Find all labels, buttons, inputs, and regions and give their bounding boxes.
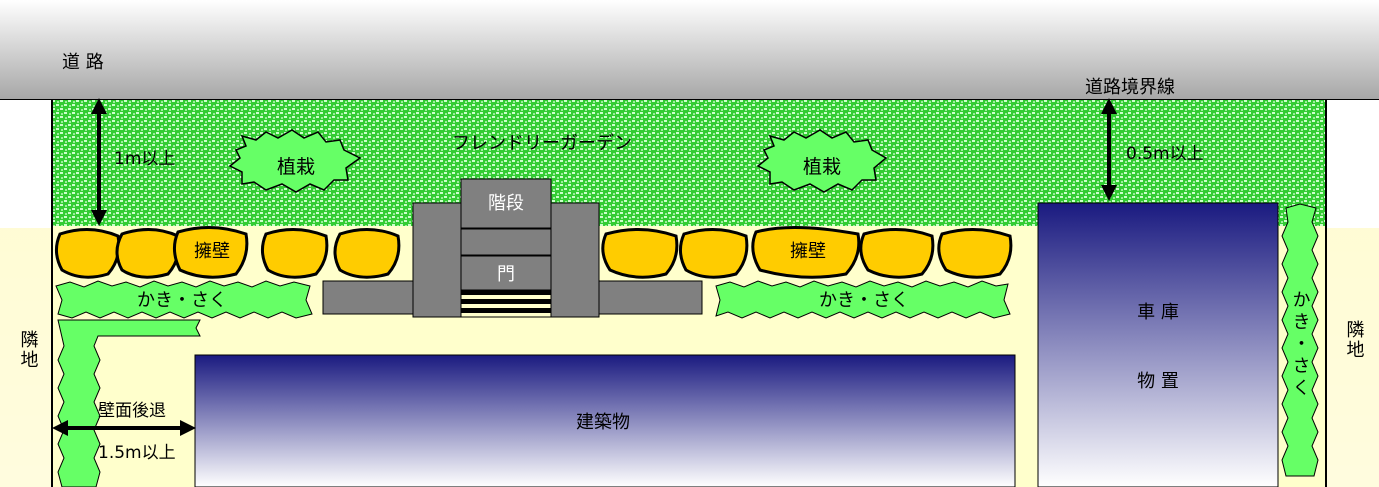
setback-05m-label: 0.5m以上 bbox=[1126, 144, 1204, 164]
gate-wing-right bbox=[597, 280, 703, 315]
planting-left-shape bbox=[228, 129, 362, 193]
neighbor-right-cream bbox=[1327, 228, 1379, 487]
building bbox=[194, 354, 1016, 487]
planting-left-label: 植栽 bbox=[277, 156, 315, 178]
stairs-step-1 bbox=[460, 228, 552, 256]
garage-storage bbox=[1037, 202, 1279, 487]
planting-right-shape bbox=[756, 129, 888, 193]
gate-pillar-right bbox=[550, 202, 600, 318]
road-label: 道 路 bbox=[62, 52, 104, 73]
hedge-right-shape bbox=[715, 280, 1011, 319]
gate-label: 門 bbox=[497, 264, 515, 285]
stairs-label: 階段 bbox=[488, 193, 524, 214]
hedge-left-shape bbox=[55, 280, 313, 319]
gate-threshold-stripes bbox=[460, 289, 552, 318]
neighbor-right-label: 隣地 bbox=[1344, 320, 1365, 360]
road-area bbox=[0, 0, 1379, 100]
neighbor-left-cream bbox=[0, 228, 52, 487]
hedge-vertical-label: かき・さく bbox=[1290, 290, 1311, 400]
wall-setback-label: 壁面後退 bbox=[98, 401, 166, 421]
friendly-garden-label: フレンドリーガーデン bbox=[452, 133, 632, 154]
retaining-wall-left-label: 擁壁 bbox=[194, 241, 230, 262]
hedge-left-label: かき・さく bbox=[137, 290, 227, 311]
gate-wing-left bbox=[322, 280, 416, 315]
garage-label-line1: 車 庫 bbox=[1137, 302, 1179, 323]
building-label: 建築物 bbox=[576, 412, 630, 433]
gate-pillar-left bbox=[412, 202, 462, 318]
retaining-wall-right bbox=[601, 225, 1013, 279]
garage-label-line2: 物 置 bbox=[1137, 371, 1179, 392]
hedge-vertical-shape bbox=[1281, 203, 1319, 477]
neighbor-strip-top-left bbox=[0, 100, 52, 228]
neighbor-strip-top-right bbox=[1327, 100, 1379, 228]
hedge-left-vertical-shape bbox=[57, 319, 201, 487]
setback-1m-label: 1m以上 bbox=[114, 149, 175, 169]
planting-right-label: 植栽 bbox=[803, 156, 841, 178]
neighbor-left-label: 隣地 bbox=[18, 330, 39, 370]
hedge-right-label: かき・さく bbox=[819, 290, 909, 311]
retaining-wall-left bbox=[55, 225, 401, 279]
road-boundary-label: 道路境界線 bbox=[1085, 77, 1175, 98]
stairs-top bbox=[460, 178, 552, 229]
stairs-step-2 bbox=[460, 255, 552, 291]
retaining-wall-right-label: 擁壁 bbox=[790, 241, 826, 262]
wall-setback-distance: 1.5m以上 bbox=[98, 443, 176, 463]
